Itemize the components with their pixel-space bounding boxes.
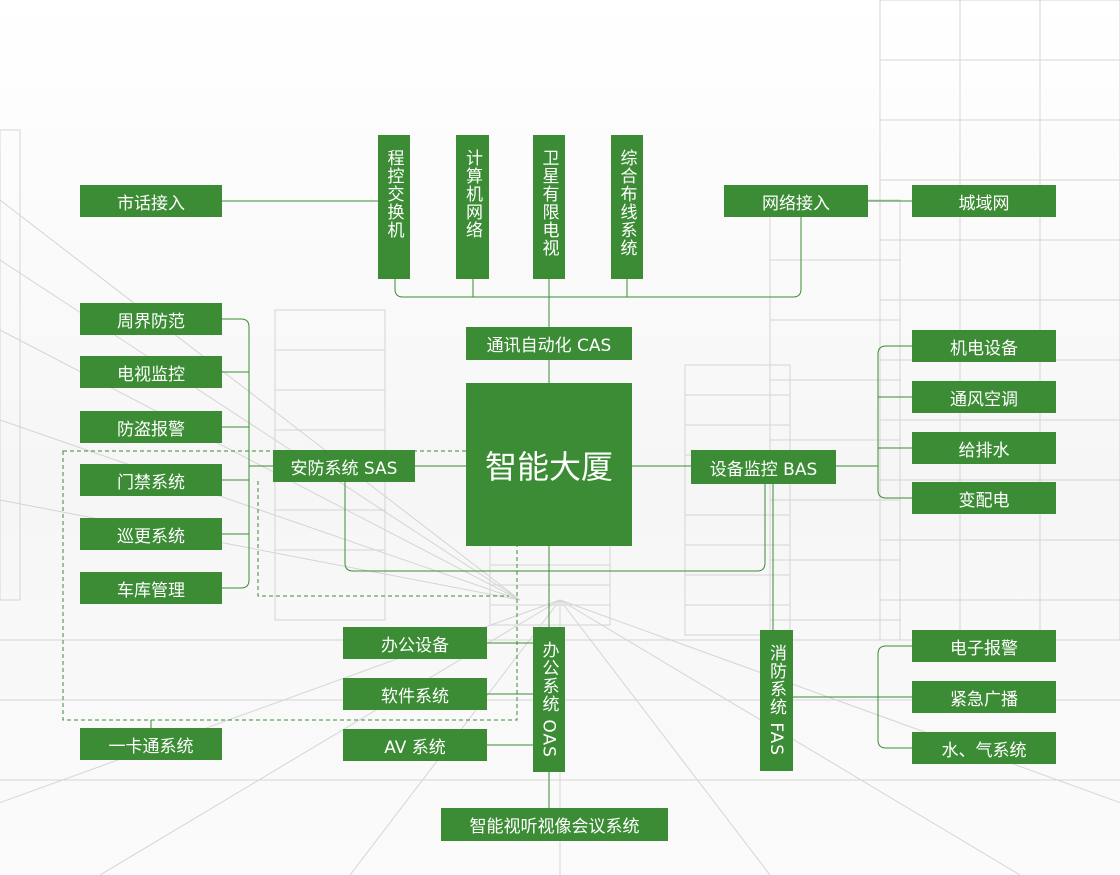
emergency-broadcast-node: 紧急广播 <box>912 681 1056 713</box>
mech-elec-node: 机电设备 <box>912 330 1056 362</box>
patrol-node: 巡更系统 <box>80 518 222 550</box>
sas-node: 安防系统 SAS <box>273 450 415 482</box>
computer-network-node: 计算机网络 <box>456 135 489 279</box>
metro-network-node: 城域网 <box>912 185 1056 217</box>
fas-node: 消防系统 FAS <box>760 630 793 771</box>
bas-node: 设备监控 BAS <box>691 450 836 484</box>
power-node: 变配电 <box>912 482 1056 514</box>
perimeter-node: 周界防范 <box>80 303 222 335</box>
cas-node: 通讯自动化 CAS <box>466 327 632 360</box>
av-system-node: AV 系统 <box>343 729 487 761</box>
cctv-node: 电视监控 <box>80 356 222 388</box>
satellite-tv-node: 卫星有限电视 <box>533 135 565 279</box>
conference-node: 智能视听视像会议系统 <box>441 808 668 841</box>
burglar-alarm-node: 防盗报警 <box>80 411 222 443</box>
cabling-node: 综合布线系统 <box>611 135 643 279</box>
software-node: 软件系统 <box>343 678 487 710</box>
pbx-node: 程控交换机 <box>378 135 410 279</box>
oas-node: 办公系统 OAS <box>533 627 565 772</box>
office-equipment-node: 办公设备 <box>343 627 487 659</box>
network-access-node: 网络接入 <box>724 185 868 217</box>
card-system-node: 一卡通系统 <box>80 728 222 760</box>
access-control-node: 门禁系统 <box>80 464 222 496</box>
water-node: 给排水 <box>912 432 1056 464</box>
hvac-node: 通风空调 <box>912 381 1056 413</box>
electronic-alarm-node: 电子报警 <box>912 630 1056 662</box>
garage-node: 车库管理 <box>80 572 222 604</box>
center-smart-building: 智能大厦 <box>466 383 632 546</box>
suppression-node: 水、气系统 <box>912 732 1056 764</box>
phone-access-node: 市话接入 <box>80 185 222 217</box>
